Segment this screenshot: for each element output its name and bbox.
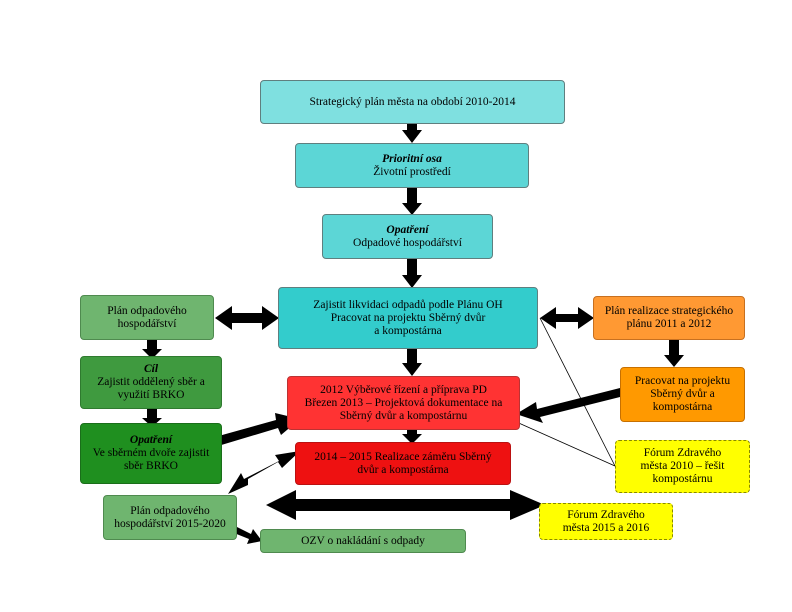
work-project-line3: kompostárna: [652, 401, 713, 413]
forum-2010-line2: města 2010 – řešit: [640, 460, 725, 472]
goal-title: Cíl: [143, 363, 159, 375]
ozv-box: OZV o nakládání s odpady: [260, 529, 466, 553]
arrow-down-wasteplan-to-goal: [142, 339, 162, 359]
double-arrow-wasteplan-central: [215, 306, 279, 330]
realization-line1: 2014 – 2015 Realizace záměru Sběrný: [314, 450, 492, 463]
measure-top-box: Opatření Odpadové hospodářství: [322, 214, 493, 259]
measure-left-title: Opatření: [129, 434, 173, 446]
forum-2015-line1: Fórum Zdravého: [567, 508, 645, 521]
tender-line1: 2012 Výběrové řízení a příprava PD: [320, 383, 487, 396]
realization-line2: dvůr a kompostárna: [357, 463, 449, 476]
measure-top-text: Odpadové hospodářství: [353, 236, 462, 249]
priority-axis-title: Prioritní osa: [382, 152, 442, 165]
realization-box: 2014 – 2015 Realizace záměru Sběrný dvůr…: [295, 442, 511, 485]
ozv-text: OZV o nakládání s odpady: [301, 534, 425, 547]
tender-line2: Březen 2013 – Projektová dokumentace na: [304, 396, 503, 409]
double-arrow-wasteplan2015-forum2015: [266, 490, 545, 520]
measure-left-box: Opatření Ve sběrném dvoře zajistit sběr …: [80, 423, 222, 484]
forum-2015-line2: města 2015 a 2016: [562, 521, 650, 534]
realization-plan-box: Plán realizace strategického plánu 2011 …: [593, 296, 745, 340]
arrow-down-realizationplan-to-project: [664, 340, 684, 367]
forum-2010-line1: Fórum Zdravého: [643, 447, 722, 459]
waste-plan-2015-line2: hospodářství 2015-2020: [114, 517, 226, 530]
double-arrow-central-realizationplan: [540, 307, 594, 329]
double-arrow-wasteplan2015-realization: [228, 451, 300, 494]
arrow-down-central-to-tender: [402, 340, 422, 376]
forum-2010-line3: kompostárnu: [652, 473, 713, 485]
waste-plan-2015-line1: Plán odpadového: [130, 504, 210, 517]
tender-2012-box: 2012 Výběrové řízení a příprava PD Březe…: [287, 376, 520, 430]
central-line3: a kompostárna: [374, 324, 442, 337]
arrow-measure-to-tender: [215, 413, 300, 446]
waste-plan-line1: Plán odpadového: [107, 304, 187, 317]
tender-line3: Sběrný dvůr a kompostárnu: [339, 409, 468, 422]
forum-2015-box: Fórum Zdravého města 2015 a 2016: [539, 503, 673, 540]
work-project-line1: Pracovat na projektu: [634, 375, 731, 387]
central-line1: Zajistit likvidaci odpadů podle Plánu OH: [313, 298, 503, 311]
arrow-wasteplan2015-to-ozv: [234, 527, 262, 544]
realization-plan-line2: plánu 2011 a 2012: [626, 318, 712, 330]
goal-box: Cíl Zajistit oddělený sběr a využití BRK…: [80, 356, 222, 409]
measure-left-line1: Ve sběrném dvoře zajistit: [92, 447, 210, 459]
thin-line-realization-to-forum: [511, 419, 616, 467]
measure-left-line2: sběr BRKO: [124, 460, 178, 472]
goal-line1: Zajistit oddělený sběr a: [97, 376, 205, 388]
thin-line-central-to-forum: [539, 317, 616, 467]
goal-line2: využití BRKO: [117, 389, 185, 401]
arrow-project-to-tender: [516, 388, 624, 423]
realization-plan-line1: Plán realizace strategického: [604, 305, 734, 317]
strategic-plan-text: Strategický plán města na období 2010-20…: [309, 95, 516, 108]
arrow-down-measure-to-central: [402, 259, 422, 288]
strategic-plan-box: Strategický plán města na období 2010-20…: [260, 80, 565, 124]
priority-axis-box: Prioritní osa Životní prostředí: [295, 143, 529, 188]
waste-plan-box: Plán odpadového hospodářství: [80, 295, 214, 340]
arrow-down-priority-to-measure: [402, 188, 422, 215]
waste-plan-2015-box: Plán odpadového hospodářství 2015-2020: [103, 495, 237, 540]
forum-2010-box: Fórum Zdravého města 2010 – řešit kompos…: [615, 440, 750, 493]
arrow-down-goal-to-measure: [142, 409, 162, 427]
waste-plan-line2: hospodářství: [117, 317, 177, 330]
work-project-box: Pracovat na projektu Sběrný dvůr a kompo…: [620, 367, 745, 422]
work-project-line2: Sběrný dvůr a: [650, 388, 715, 400]
central-goal-box: Zajistit likvidaci odpadů podle Plánu OH…: [278, 287, 538, 349]
measure-top-title: Opatření: [386, 223, 429, 236]
priority-axis-text: Životní prostředí: [373, 165, 451, 178]
central-line2: Pracovat na projektu Sběrný dvůr: [330, 311, 486, 324]
